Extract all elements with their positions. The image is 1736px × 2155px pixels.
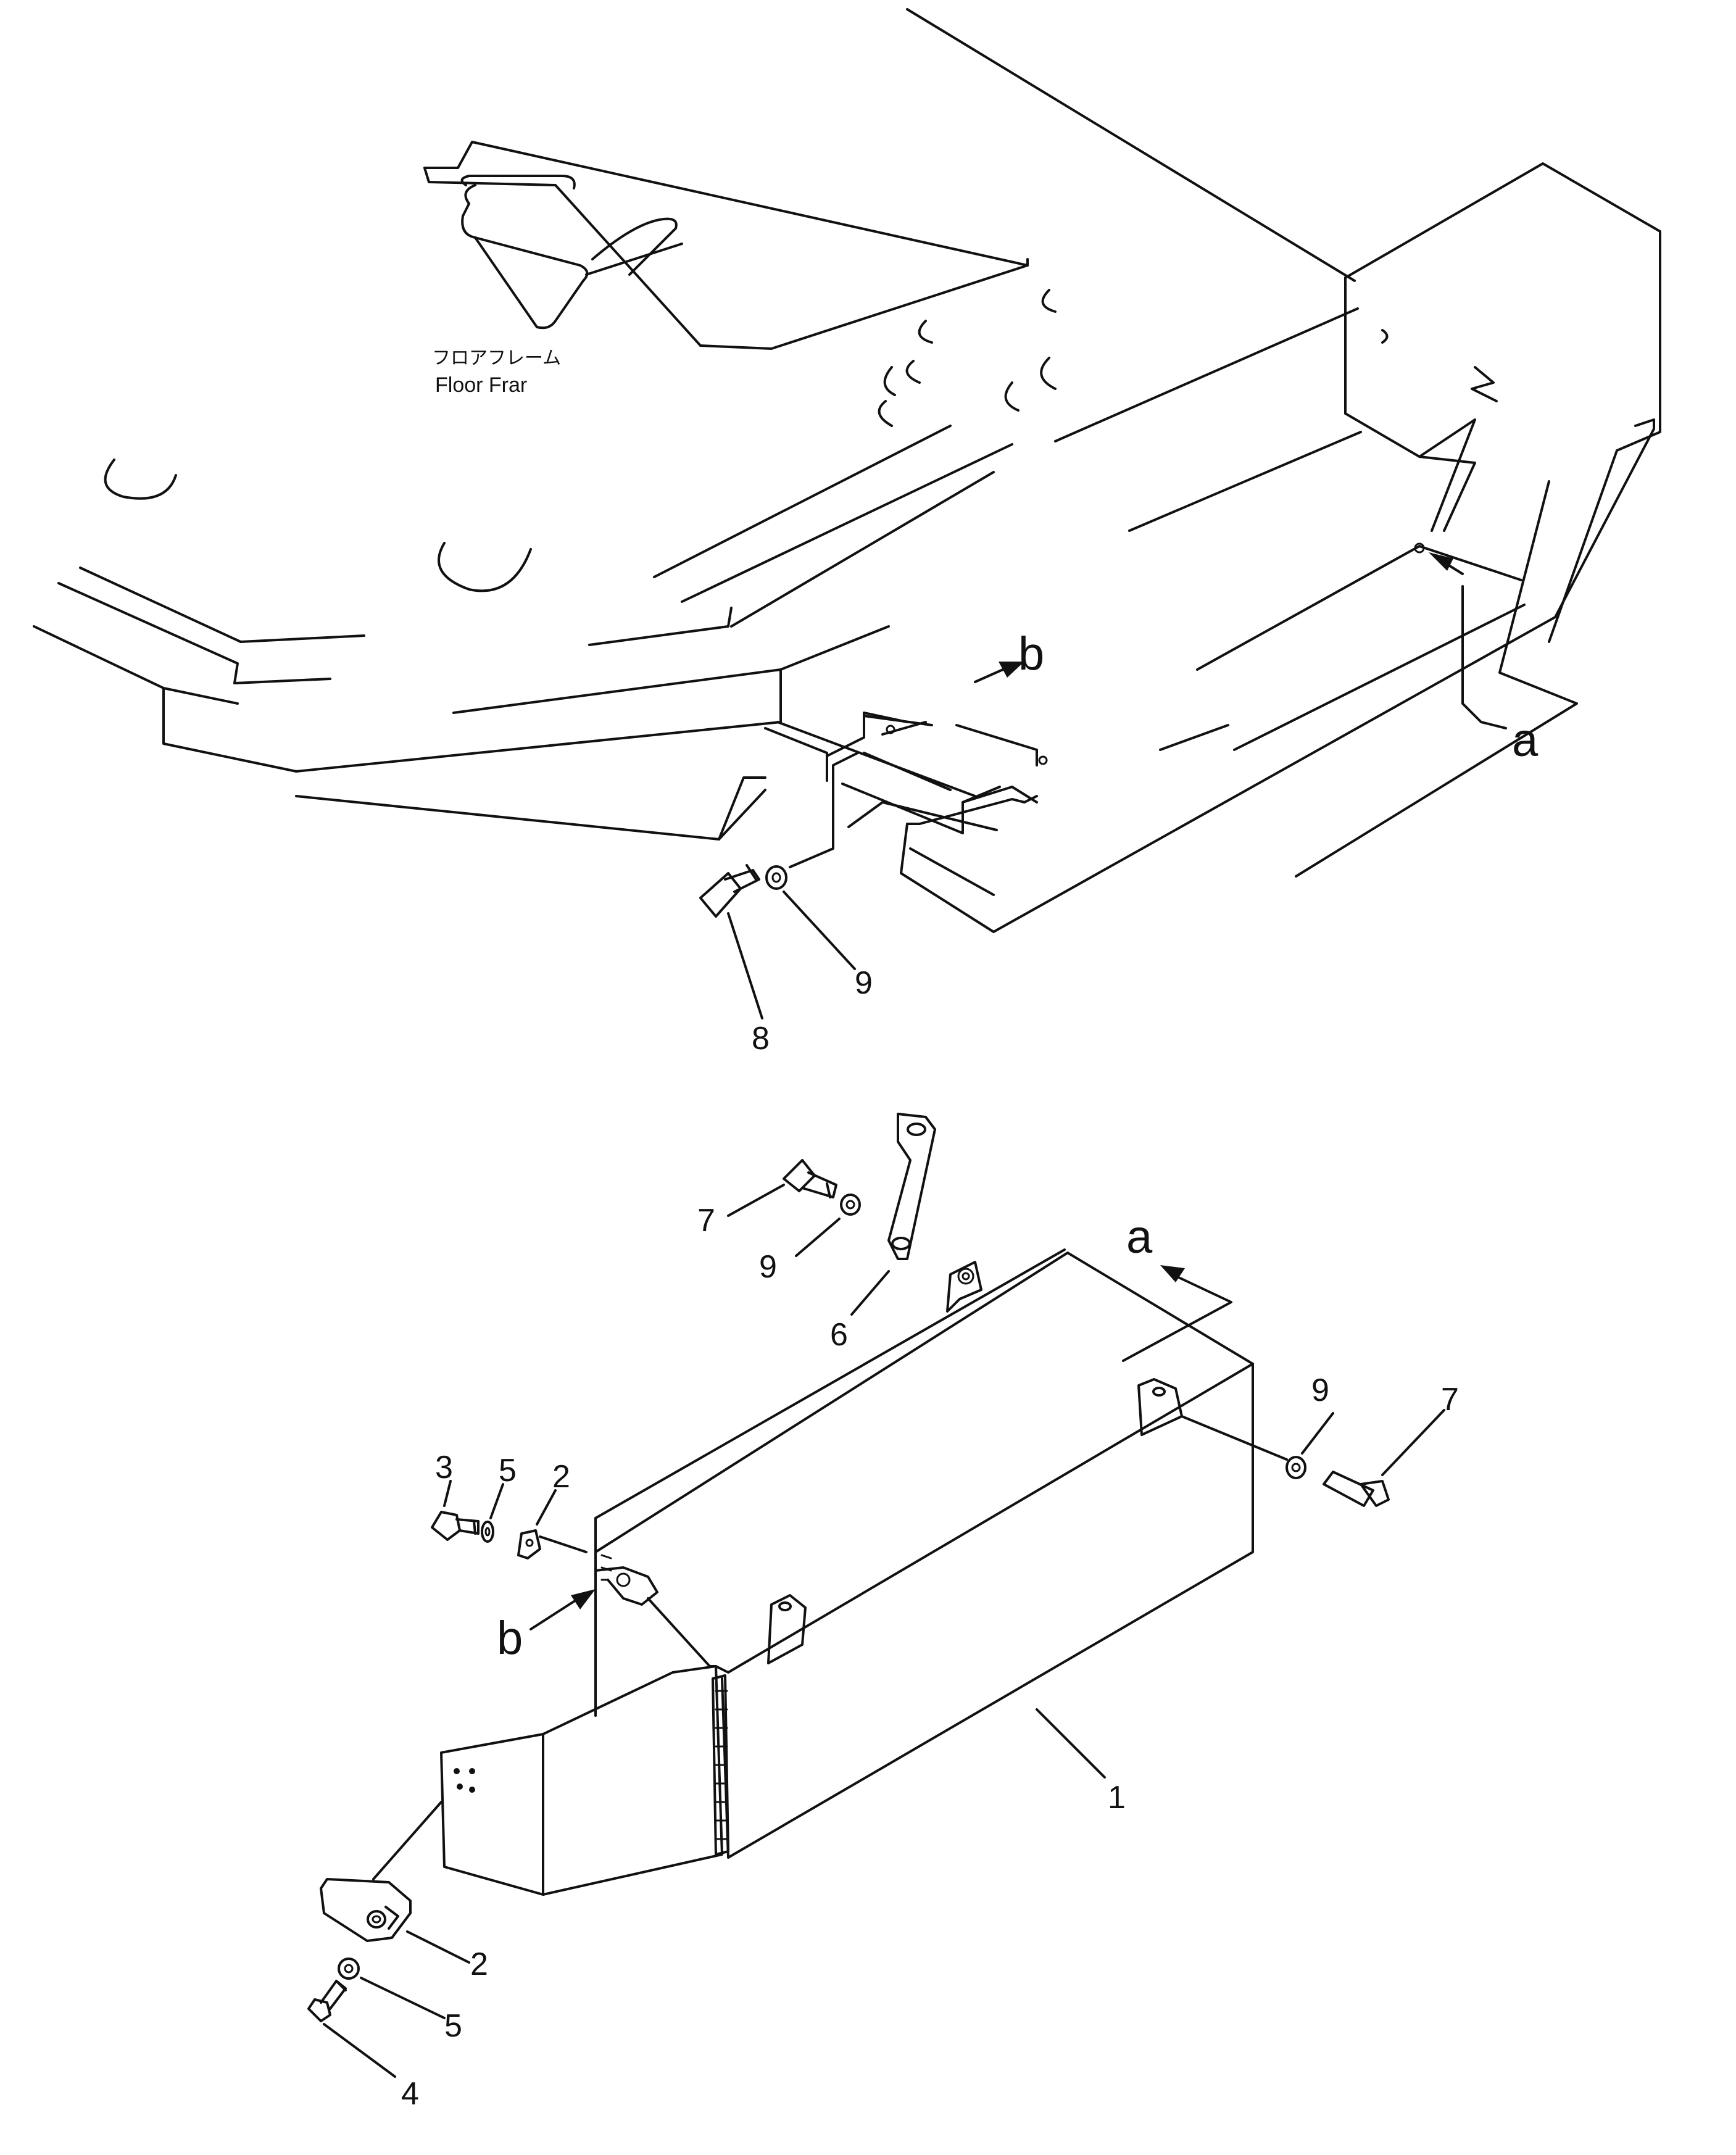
view-ref-b-bottom: b (497, 1589, 596, 1664)
view-ref-a-label-top: a (1512, 714, 1539, 766)
bolt-7-left (727, 1159, 837, 1217)
cover-box-1 (440, 1248, 1254, 1896)
bolt-3 (431, 1480, 480, 1541)
bolt-8 (699, 864, 763, 1019)
bolt-4 (307, 1980, 396, 2078)
callout-2-lower: 2 (470, 1946, 488, 1982)
callout-1: 1 (1108, 1780, 1126, 1816)
callout-7-left: 7 (697, 1203, 715, 1239)
callout-9-upper: 9 (855, 965, 873, 1001)
view-ref-a-top: a (1429, 552, 1539, 766)
washer-9-mid (795, 1194, 861, 1257)
floor-frame-label-en: Floor Frar (435, 373, 527, 397)
callout-9-right: 9 (1311, 1372, 1329, 1408)
callout-9-mid: 9 (759, 1249, 777, 1285)
callout-8: 8 (752, 1021, 770, 1057)
bolt-7-right (1323, 1409, 1445, 1507)
callout-4: 4 (401, 2076, 419, 2112)
view-ref-b-label-top: b (1018, 628, 1044, 680)
callout-5-upper: 5 (499, 1453, 517, 1489)
washer-9-upper (765, 752, 859, 970)
callout-5-lower: 5 (444, 2008, 462, 2044)
floor-frame-label-jp: フロアフレーム (432, 348, 561, 368)
view-ref-b-label-bottom: b (497, 1612, 523, 1664)
washer-5-upper (481, 1483, 504, 1543)
callout-3: 3 (435, 1450, 453, 1485)
view-ref-a-label-bottom: a (1126, 1211, 1153, 1263)
callout-2-upper: 2 (552, 1459, 570, 1495)
view-ref-b-top: b (974, 628, 1044, 683)
plate-6 (850, 1113, 936, 1316)
callout-7-right: 7 (1441, 1382, 1459, 1418)
bracket-2-upper (517, 1489, 588, 1559)
washer-9-right (1181, 1412, 1334, 1479)
latch-2-lower (320, 1801, 470, 1964)
floor-frame (33, 8, 1661, 933)
callout-6: 6 (830, 1317, 848, 1353)
washer-5-lower (338, 1958, 446, 2019)
view-ref-a-bottom: a (1122, 1211, 1232, 1362)
